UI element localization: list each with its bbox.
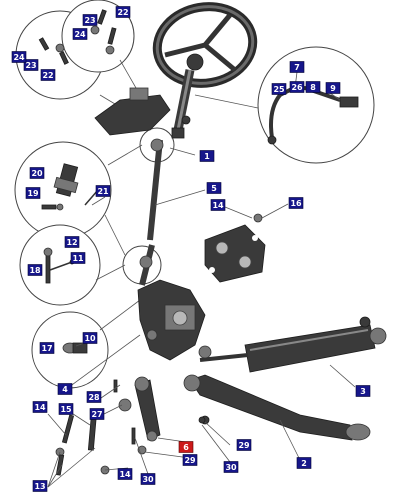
- mounting-bracket: [204, 224, 266, 283]
- steering-column: [139, 69, 195, 286]
- svg-text:13: 13: [34, 482, 45, 491]
- callout-label-2: 2: [296, 457, 312, 469]
- detail-circle-right: [257, 46, 375, 164]
- svg-text:17: 17: [41, 344, 52, 353]
- svg-text:22: 22: [117, 8, 128, 17]
- callout-label-20: 20: [29, 167, 45, 179]
- svg-text:30: 30: [225, 463, 237, 472]
- callout-label-23a: 23: [82, 14, 98, 26]
- callout-label-26: 26: [289, 81, 305, 93]
- callout-label-28: 28: [86, 391, 102, 403]
- svg-text:3: 3: [360, 387, 366, 396]
- svg-text:30: 30: [142, 475, 154, 484]
- svg-text:7: 7: [294, 63, 300, 72]
- callout-label-19: 19: [25, 187, 41, 199]
- svg-text:5: 5: [211, 184, 217, 193]
- callout-label-23b: 23: [23, 59, 39, 71]
- svg-text:15: 15: [60, 405, 72, 414]
- detail-circle-pin: [19, 224, 101, 306]
- callout-label-24b: 24: [11, 51, 27, 63]
- detail-circles: [14, 0, 375, 389]
- svg-text:14: 14: [212, 201, 224, 210]
- callout-label-25: 25: [271, 83, 287, 95]
- svg-text:2: 2: [301, 459, 307, 468]
- svg-text:12: 12: [66, 238, 77, 247]
- svg-text:27: 27: [91, 410, 102, 419]
- svg-text:25: 25: [273, 85, 285, 94]
- pitman-arm: [134, 376, 161, 442]
- column-bracket: [94, 87, 191, 136]
- svg-text:24: 24: [13, 53, 25, 62]
- callout-label-22b: 22: [40, 69, 56, 81]
- callout-label-29b: 29: [236, 439, 252, 451]
- svg-text:14: 14: [34, 403, 46, 412]
- svg-text:10: 10: [84, 334, 96, 343]
- svg-text:28: 28: [88, 393, 100, 402]
- callout-label-16: 16: [288, 197, 304, 209]
- svg-text:18: 18: [29, 266, 41, 275]
- callout-label-24a: 24: [72, 28, 88, 40]
- callout-label-18: 18: [27, 264, 43, 276]
- svg-text:4: 4: [62, 385, 68, 394]
- callout-label-13: 13: [32, 480, 48, 492]
- callout-label-27: 27: [89, 408, 105, 420]
- callout-label-17: 17: [39, 342, 55, 354]
- steering-gear-box: [137, 279, 206, 361]
- callout-label-7: 7: [289, 61, 305, 73]
- svg-text:23: 23: [25, 61, 36, 70]
- callout-leader-lines: [47, 71, 356, 488]
- svg-text:6: 6: [183, 443, 189, 452]
- callout-label-21: 21: [95, 185, 111, 197]
- callout-label-10: 10: [82, 332, 98, 344]
- steering-wheel: [152, 2, 258, 88]
- svg-text:8: 8: [310, 83, 316, 92]
- svg-text:29: 29: [184, 456, 196, 465]
- callout-label-6: 6: [178, 441, 194, 453]
- callout-label-29a: 29: [182, 454, 198, 466]
- svg-text:11: 11: [72, 254, 84, 263]
- svg-text:14: 14: [119, 470, 131, 479]
- svg-text:26: 26: [291, 83, 303, 92]
- detail-connector-lines: [95, 59, 259, 331]
- svg-text:23: 23: [84, 16, 95, 25]
- callout-label-14c: 14: [117, 468, 133, 480]
- callout-label-14a: 14: [210, 199, 226, 211]
- svg-text:22: 22: [42, 71, 53, 80]
- callout-label-15: 15: [58, 403, 74, 415]
- callout-label-12: 12: [64, 236, 80, 248]
- callout-label-8: 8: [305, 81, 321, 93]
- callout-label-4: 4: [57, 383, 73, 395]
- callout-label-11: 11: [70, 252, 86, 264]
- callout-label-30b: 30: [140, 473, 156, 485]
- svg-text:16: 16: [290, 199, 302, 208]
- svg-text:1: 1: [204, 152, 210, 161]
- svg-text:9: 9: [330, 84, 336, 93]
- svg-text:20: 20: [31, 169, 43, 178]
- svg-text:19: 19: [27, 189, 39, 198]
- callout-label-14b: 14: [32, 401, 48, 413]
- callout-label-30a: 30: [223, 461, 239, 473]
- power-cylinder: [198, 316, 387, 373]
- callout-label-22a: 22: [115, 6, 131, 18]
- callout-label-3: 3: [355, 385, 371, 397]
- callout-label-9: 9: [325, 82, 341, 94]
- detail-circle-top-center: [61, 0, 135, 73]
- svg-text:21: 21: [97, 187, 109, 196]
- svg-text:24: 24: [74, 30, 86, 39]
- callout-labels: 22 23 24 22 23 24 7 25 26 8 9 1 20 19 21…: [11, 6, 371, 492]
- callout-label-5: 5: [206, 182, 222, 194]
- callout-label-1: 1: [199, 150, 215, 162]
- svg-text:29: 29: [238, 441, 250, 450]
- tie-rod: [183, 374, 371, 441]
